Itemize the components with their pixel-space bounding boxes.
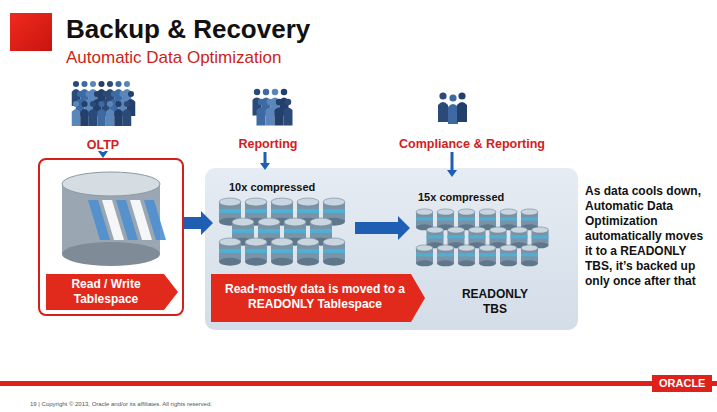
readonly-panel-text: READONLY TBS — [453, 287, 537, 317]
user-group-label: Compliance & Reporting — [362, 137, 582, 151]
readonly-panel: READONLY TBS Read-mostly data is moved to… — [205, 168, 578, 330]
person-head — [90, 101, 96, 107]
disk-icon — [245, 238, 267, 266]
person-body — [284, 107, 293, 125]
person-head — [73, 81, 79, 87]
corner-square — [10, 13, 52, 51]
disk-icon — [437, 245, 454, 266]
down-arrow — [98, 151, 108, 158]
person-head — [439, 92, 446, 99]
person-body — [266, 107, 275, 125]
explanation-note: As data cools down, Automatic Data Optim… — [585, 184, 713, 289]
person-body — [123, 109, 132, 126]
footer-copyright: 19 | Copyright © 2013, Oracle and/or its… — [30, 401, 212, 408]
person-head — [267, 99, 273, 105]
person-head — [85, 91, 91, 97]
person-head — [263, 89, 269, 95]
cylinder-base — [62, 242, 160, 266]
person-head — [458, 92, 465, 99]
person-head — [285, 99, 291, 105]
disk-icon — [521, 245, 538, 266]
person-head — [449, 94, 456, 101]
database-icon — [40, 170, 182, 270]
person-head — [111, 91, 117, 97]
banner-shape — [46, 274, 178, 310]
person-head — [73, 101, 79, 107]
disk-icon — [271, 238, 293, 266]
disk-icon — [500, 245, 517, 266]
footer-bar — [0, 381, 717, 386]
person-body — [80, 109, 89, 126]
move-banner-text: Read-mostly data is moved to a READONLY … — [221, 282, 409, 312]
disk-icon — [416, 245, 433, 266]
person-head — [98, 81, 104, 87]
compressed-storage: 15x compressed — [410, 188, 552, 270]
banner-shape — [211, 274, 425, 322]
person-head — [128, 91, 134, 97]
people-icons — [72, 81, 467, 126]
cylinder-top — [62, 172, 160, 196]
person-head — [281, 89, 287, 95]
person-head — [102, 91, 108, 97]
person-head — [115, 101, 121, 107]
user-group-label: OLTP — [68, 138, 138, 152]
person-body — [97, 109, 106, 126]
person-head — [107, 101, 113, 107]
person-body — [257, 107, 266, 125]
disk-icon — [219, 238, 241, 266]
person-body — [72, 109, 81, 126]
person-body — [448, 104, 458, 124]
disk-icon — [297, 238, 319, 266]
person-head — [276, 99, 282, 105]
disk-stack — [213, 196, 355, 268]
disk-icon — [458, 245, 475, 266]
person-body — [114, 109, 123, 126]
person-head — [119, 91, 125, 97]
person-head — [90, 81, 96, 87]
flow-arrow — [355, 216, 410, 240]
slide-subtitle: Automatic Data Optimization — [66, 48, 281, 68]
compressed-storage: 10x compressed — [213, 178, 355, 268]
person-head — [124, 101, 130, 107]
person-head — [107, 81, 113, 87]
move-banner: Read-mostly data is moved to a READONLY … — [211, 274, 425, 322]
tablespace-box-text: Read / Write Tablespace — [54, 277, 158, 307]
person-head — [77, 91, 83, 97]
person-head — [124, 81, 130, 87]
tablespace-box: Read / Write Tablespace — [38, 158, 184, 316]
brand-logo: ORACLE — [652, 375, 712, 392]
person-body — [438, 102, 448, 122]
data-stripe — [144, 200, 166, 240]
compressed-storage-text: 10x compressed — [229, 180, 315, 195]
disk-icon — [479, 245, 496, 266]
slide-title: Backup & Recovery — [66, 14, 310, 45]
person-head — [254, 89, 260, 95]
person-head — [272, 89, 278, 95]
person-body — [457, 102, 467, 122]
down-arrow — [260, 152, 270, 170]
person-head — [258, 99, 264, 105]
person-head — [115, 81, 121, 87]
person-head — [94, 91, 100, 97]
person-body — [89, 109, 98, 126]
person-head — [98, 101, 104, 107]
down-arrow — [447, 152, 457, 177]
disk-stack — [410, 206, 552, 270]
compressed-storage-text: 15x compressed — [418, 190, 504, 205]
user-group-label: Reporting — [218, 137, 318, 151]
flow-arrow — [184, 211, 213, 235]
disk-icon — [323, 238, 345, 266]
down-arrows — [98, 150, 457, 177]
person-body — [106, 109, 115, 126]
person-head — [81, 81, 87, 87]
person-head — [81, 101, 87, 107]
panel-fill — [205, 168, 578, 330]
person-body — [275, 107, 284, 125]
